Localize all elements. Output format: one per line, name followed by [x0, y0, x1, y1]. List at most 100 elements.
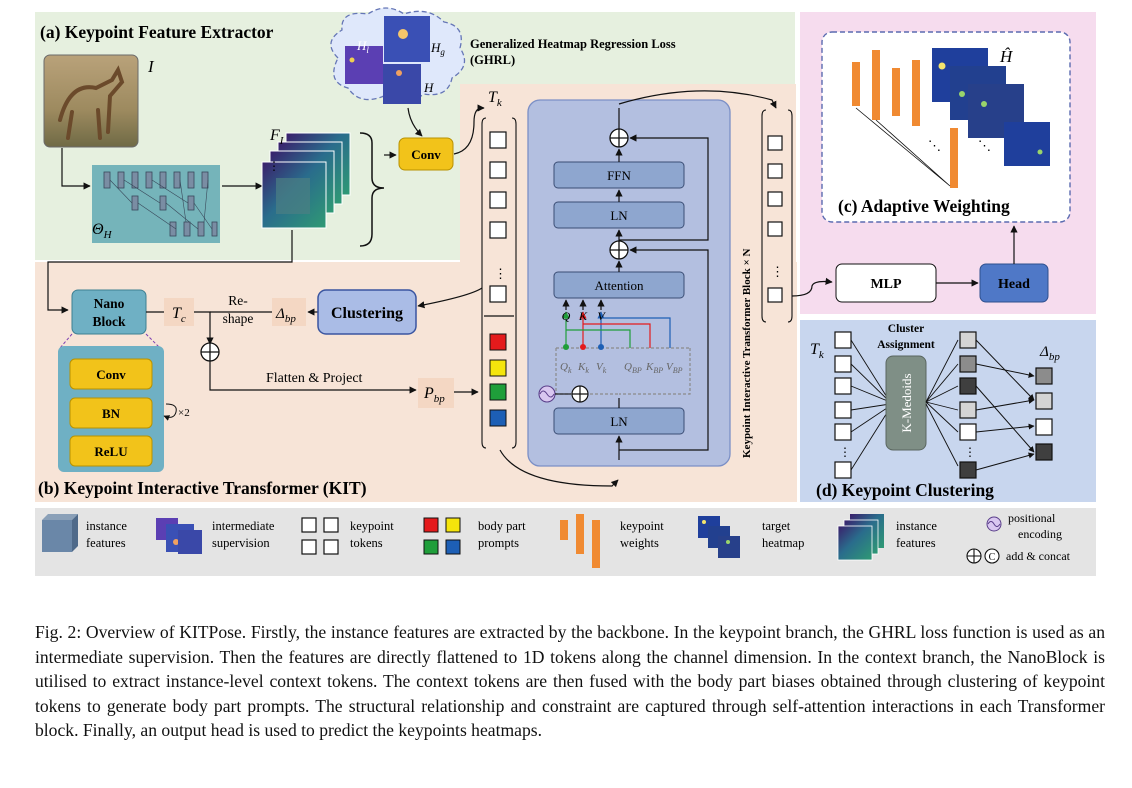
keypoint-weight-bars [852, 50, 958, 188]
legend-8-line1: add & concat [1006, 549, 1071, 563]
svg-text:C: C [989, 552, 996, 563]
tk2-label: Tk [810, 341, 825, 361]
legend-0-line1: instance [86, 519, 127, 533]
nanoblock-bn [69, 397, 153, 429]
legend-positional-encoding-icon [986, 516, 1002, 532]
legend-1-line1: intermediate [212, 519, 275, 533]
keypoint-token-column [489, 131, 507, 303]
k-label: K [578, 309, 588, 323]
prompt-red [489, 333, 507, 351]
vk-label: Vk [596, 361, 607, 375]
heatmap-stack-dots: ⋱ [978, 138, 991, 153]
figure-caption: Fig. 2: Overview of KITPose. Firstly, th… [35, 622, 1105, 740]
qk-label: Qk [560, 361, 572, 375]
h-g-label: Hg [430, 40, 445, 57]
nanoblock-conv-label: Conv [96, 367, 126, 382]
weights-dots: ⋱ [928, 138, 941, 153]
legend-keypoint-tokens-icon [301, 517, 339, 555]
feature-label: FI [269, 127, 285, 147]
qkv-connectors [555, 299, 691, 395]
vbp-label: VBP [666, 361, 683, 375]
input-image-label: I [147, 57, 155, 76]
prompt-blue [489, 409, 507, 427]
nanoblock-relu-label: ReLU [94, 444, 128, 459]
cluster-input-lines [850, 339, 891, 471]
prompt-green [489, 383, 507, 401]
legend-2-line1: keypoint [350, 519, 394, 533]
legend-7-line1: positional [1008, 511, 1056, 525]
ln-top-label: LN [610, 208, 628, 223]
nanoblock-expand-right [145, 333, 161, 349]
qbp-label: QBP [624, 361, 642, 375]
pbp-box [418, 378, 454, 408]
positional-encoding-icon [538, 385, 556, 403]
legend-5-line1: target [762, 519, 791, 533]
conv-box-label: Conv [411, 147, 441, 162]
token-column-dots: ⋮ [494, 266, 507, 281]
output-token-bracket [761, 109, 793, 323]
cluster-output-tokens [959, 331, 977, 479]
cluster-assignment-line2: Assignment [877, 339, 935, 351]
delta-box [272, 298, 306, 326]
token-column-bracket [481, 117, 517, 449]
brace-features [359, 132, 385, 247]
legend-0-line2: features [86, 536, 126, 550]
legend-1-line2: supervision [212, 536, 270, 550]
arrow-cloud-to-conv [407, 107, 423, 137]
q-dot [563, 344, 569, 350]
mlp-label: MLP [870, 277, 902, 292]
backbone-block [92, 165, 220, 243]
panel-b-title: (b) Keypoint Interactive Transformer (KI… [38, 478, 367, 498]
h-l-label: Hl [356, 38, 369, 55]
weight-bars-to-heatmaps-lines [855, 107, 951, 187]
arrow-add-to-pbp [209, 361, 417, 394]
h-target-label: H [423, 80, 434, 95]
reshape-label-line1: Re- [228, 293, 248, 308]
legend-4-line1: keypoint [620, 519, 664, 533]
legend-6-line1: instance [896, 519, 937, 533]
legend-2-line2: tokens [350, 536, 383, 550]
legend-7-line2: encoding [1018, 527, 1062, 541]
head-label: Head [998, 277, 1030, 292]
kk-label: Kk [577, 361, 589, 375]
target-heatmap-stack [932, 48, 1050, 166]
attention-label: Attention [594, 278, 644, 293]
feature-maps-stack [261, 132, 351, 229]
arrow-image-to-backbone [61, 148, 91, 190]
repeat-loop-icon [163, 403, 177, 421]
output-token-column [767, 135, 783, 303]
nanoblock-label-line2: Block [92, 314, 125, 329]
k-dot [580, 344, 586, 350]
add-icon-cross [201, 343, 219, 361]
delta-tokens [1035, 367, 1053, 461]
nanoblock-conv [69, 358, 153, 390]
panel-c-title: (c) Adaptive Weighting [838, 196, 1010, 216]
panel-d-title: (d) Keypoint Clustering [816, 480, 994, 500]
nanoblock-bn-label: BN [102, 406, 121, 421]
legend-instance-cube [42, 514, 78, 552]
arrow-tokens-to-clustering [417, 287, 483, 309]
weighting-dashed-frame [821, 31, 1071, 223]
legend-supervision-icon [156, 518, 202, 554]
kbp-label: KBP [645, 361, 663, 375]
legend-instance-features-icon [837, 514, 884, 561]
legend-target-heatmap-icon [698, 516, 740, 558]
tk-label: Tk [488, 89, 503, 109]
legend-background [35, 508, 1096, 576]
v-label: V [597, 309, 606, 323]
add-pe-icon [571, 385, 589, 403]
legend-4-line2: weights [620, 536, 659, 550]
kmedoids-label: K-Medoids [899, 373, 914, 432]
legend-weights-icon [560, 514, 600, 568]
reshape-label-line2: shape [223, 311, 254, 326]
repeat-label: ×2 [178, 407, 190, 419]
ffn-label: FFN [607, 168, 631, 183]
ghrl-label-line1: Generalized Heatmap Regression Loss [470, 37, 676, 51]
pbp-label: Pbp [423, 385, 445, 405]
transformer-internal-arrows [615, 90, 777, 460]
output-token-dots: ⋮ [771, 264, 784, 279]
legend-6-line2: features [896, 536, 936, 550]
delta-label: Δbp [275, 306, 296, 325]
arrow-conv-to-tokens [453, 104, 485, 155]
